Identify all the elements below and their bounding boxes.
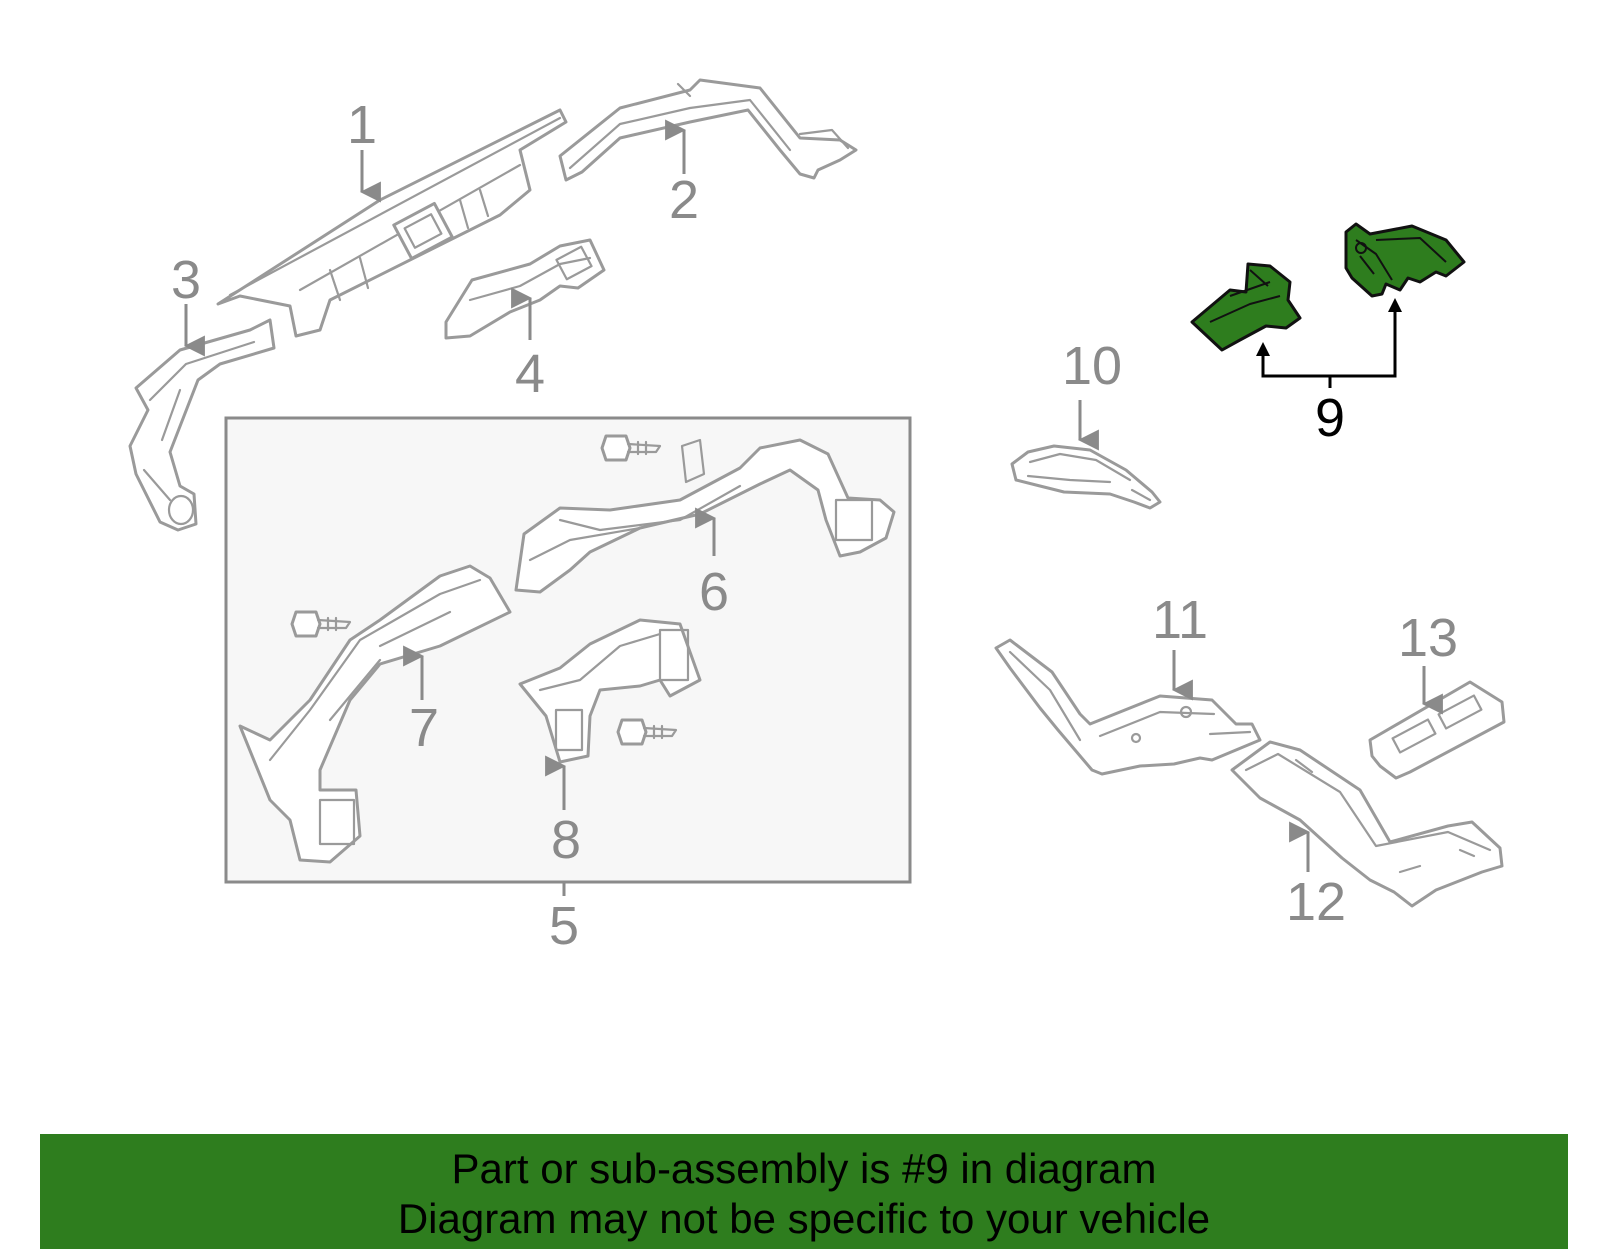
svg-text:11: 11 [1152, 590, 1208, 650]
callout-6: 6 [695, 507, 729, 622]
callout-3: 3 [171, 250, 205, 357]
part-10-vent-connector[interactable] [1010, 444, 1162, 510]
part-8-duct-elbow[interactable] [518, 618, 702, 764]
callout-12: 12 [1286, 821, 1346, 932]
part-13-vent-grille[interactable] [1368, 680, 1506, 780]
part-4-duct-adapter[interactable] [444, 238, 606, 340]
svg-text:1: 1 [347, 95, 377, 155]
callout-10: 10 [1062, 336, 1122, 451]
svg-text:6: 6 [699, 562, 729, 622]
callout-1: 1 [347, 95, 381, 203]
part-1-defroster-duct[interactable] [216, 108, 568, 338]
svg-text:3: 3 [171, 250, 201, 310]
callout-5: 5 [549, 882, 579, 956]
callout-7: 7 [403, 645, 439, 758]
parts-diagram: 1 2 3 4 5 6 7 8 10 11 12 13 [128, 78, 1506, 956]
callout-13: 13 [1398, 608, 1458, 715]
footer-line-2: Diagram may not be specific to your vehi… [397, 1195, 1211, 1242]
part-12-rear-floor-duct[interactable] [1230, 740, 1504, 908]
svg-text:12: 12 [1286, 872, 1346, 932]
screw-upper [600, 434, 662, 462]
screw-left [290, 610, 352, 638]
callout-4: 4 [511, 287, 545, 404]
callout-9: 9 [1256, 298, 1402, 448]
part-2-upper-duct[interactable] [558, 78, 858, 182]
svg-text:8: 8 [551, 810, 581, 870]
screw-right [616, 718, 678, 746]
svg-text:13: 13 [1398, 608, 1458, 668]
footer-banner: Part or sub-assembly is #9 in diagram Di… [40, 1134, 1568, 1249]
svg-text:10: 10 [1062, 336, 1122, 396]
footer-line-1: Part or sub-assembly is #9 in diagram [451, 1145, 1157, 1192]
callout-11: 11 [1152, 590, 1208, 701]
part-9-highlighted-duct-left[interactable] [1190, 262, 1302, 352]
svg-text:2: 2 [669, 170, 699, 230]
part-3-side-duct[interactable] [128, 318, 276, 532]
callout-2: 2 [665, 119, 699, 230]
part-11-floor-duct[interactable] [994, 638, 1262, 776]
svg-text:9: 9 [1315, 388, 1345, 448]
part-6-rear-duct[interactable] [514, 438, 896, 594]
part-7-floor-duct[interactable] [238, 564, 512, 864]
svg-text:7: 7 [409, 698, 439, 758]
callout-8: 8 [545, 755, 581, 870]
part-9-highlighted-duct-right[interactable] [1344, 222, 1466, 298]
svg-text:4: 4 [515, 344, 545, 404]
svg-text:5: 5 [549, 896, 579, 956]
